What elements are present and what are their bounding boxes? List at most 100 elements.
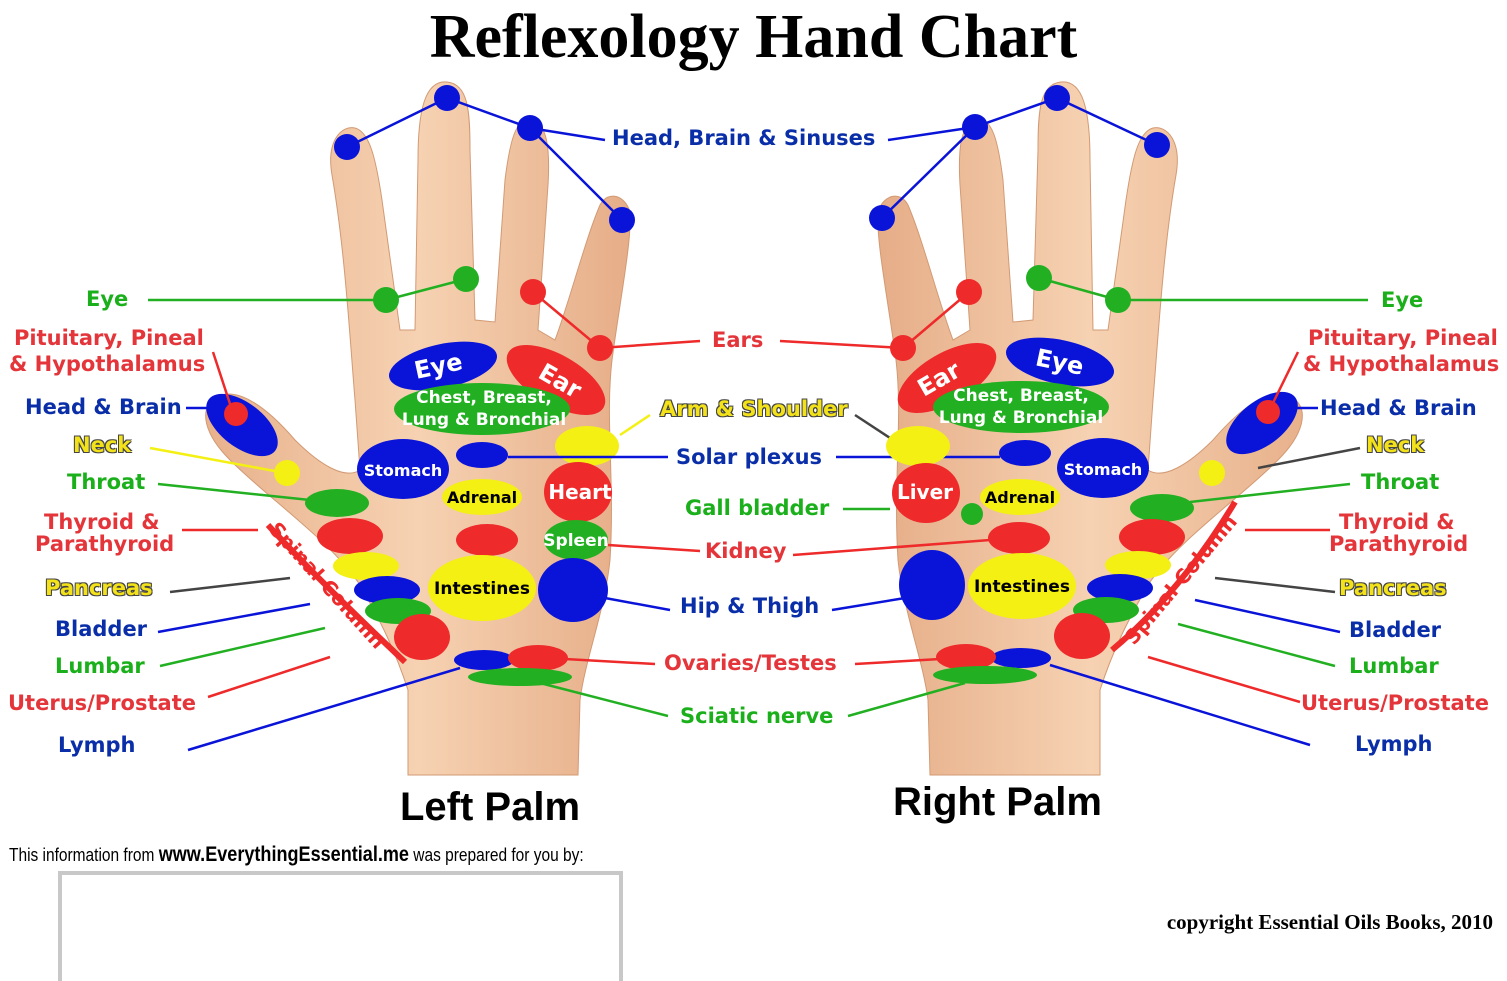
footer-info: This information from www.EverythingEsse…: [9, 843, 584, 867]
left-label-intestines: Intestines: [434, 579, 530, 599]
right-label-liver: Liver: [897, 480, 953, 504]
right-label-stomach: Stomach: [1064, 460, 1143, 479]
preparer-signature-box: [58, 871, 623, 981]
right-ear-line: [902, 291, 970, 349]
right-palm-title: Right Palm: [893, 780, 1102, 824]
right-point-eye-1: [1026, 265, 1052, 291]
right-point-head-1: [869, 205, 895, 231]
left-zone-hip: [538, 558, 608, 622]
left-zone-thyroid: [317, 518, 383, 554]
left-label-adrenal: Adrenal: [447, 488, 517, 507]
right-zone-pancreas: [1105, 551, 1171, 579]
left-zone-heart: [544, 462, 612, 522]
left-point-head-3: [517, 115, 543, 141]
right-point-head-4: [1144, 132, 1170, 158]
right-pituitary-line: [1270, 351, 1300, 406]
left-zone-bladder: [354, 576, 420, 604]
label-sciatic-nerve: Sciatic nerve: [680, 704, 834, 728]
left-label-bladder: Bladder: [55, 617, 148, 641]
footer-suffix: was prepared for you by:: [413, 845, 584, 865]
right-point-pituitary: [1256, 400, 1280, 424]
left-label-heart: Heart: [548, 480, 612, 504]
left-label-thyroid-2: Parathyroid: [35, 532, 175, 556]
left-zone-stomach: [357, 439, 449, 499]
left-hand-zones: [148, 85, 701, 686]
left-label-pituitary-2: & Hypothalamus: [9, 352, 206, 376]
arm-line-left: [619, 413, 651, 437]
right-zone-lymph: [991, 648, 1051, 668]
right-zone-liver: [892, 463, 960, 523]
left-pancreas-line: [169, 576, 291, 594]
hip-line-left: [604, 596, 671, 612]
left-palm-title: Left Palm: [400, 785, 581, 829]
footer-site-link[interactable]: www.EverythingEssential.me: [158, 843, 409, 866]
right-point-ear-1: [956, 279, 982, 305]
right-throat-line: [1189, 482, 1351, 504]
right-ears-line: [779, 339, 904, 350]
right-neck-line: [1257, 446, 1361, 470]
left-zone-chest: [394, 383, 570, 435]
right-label-pancreas: Pancreas: [1339, 576, 1447, 600]
left-zone-pancreas: [333, 552, 399, 580]
right-label-lymph: Lymph: [1355, 732, 1433, 756]
right-zone-ear: [897, 342, 997, 413]
left-neck-line: [149, 446, 281, 474]
right-zone-head-brain: [1226, 391, 1298, 455]
left-point-ear-2: [587, 335, 613, 361]
right-zone-stomach: [1057, 438, 1149, 498]
left-label-thyroid-1: Thyroid &: [44, 510, 160, 534]
right-spinal-column-line: [1110, 500, 1238, 653]
left-pointer-lines: [149, 351, 461, 752]
kidney-line-right: [792, 538, 991, 557]
right-zone-thyroid: [1119, 519, 1185, 555]
left-point-head-2: [434, 85, 460, 111]
right-label-thyroid-1: Thyroid &: [1339, 510, 1455, 534]
right-zone-ovaries: [936, 644, 996, 670]
left-point-eye-2: [453, 266, 479, 292]
left-zone-lymph: [454, 650, 514, 670]
right-hand-zones: [869, 85, 1368, 684]
right-point-head-2: [962, 114, 988, 140]
left-spinal-column-line: [265, 522, 408, 665]
right-zone-kidney: [988, 522, 1050, 554]
right-zone-adrenal: [980, 479, 1060, 515]
left-label-eye-side: Eye: [86, 287, 129, 311]
label-hip-thigh: Hip & Thigh: [680, 594, 820, 618]
left-point-neck: [274, 460, 300, 486]
left-label-chest-1: Chest, Breast,: [416, 388, 552, 408]
right-label-chest-1: Chest, Breast,: [953, 386, 1089, 406]
hip-line-right: [831, 596, 906, 612]
right-head-pointer: [887, 125, 976, 142]
ovaries-line-left: [564, 657, 656, 666]
label-ears: Ears: [712, 328, 764, 352]
right-pointer-lines: [1049, 351, 1361, 747]
left-point-eye-1: [373, 287, 399, 313]
right-zone-chest: [933, 381, 1109, 433]
right-point-head-3: [1044, 85, 1070, 111]
left-label-lymph: Lymph: [58, 733, 136, 757]
left-zone-ovaries: [508, 645, 568, 671]
left-label-stomach: Stomach: [364, 461, 443, 480]
center-pointer-lines: [508, 125, 1000, 718]
chart-title: Reflexology Hand Chart: [429, 3, 1078, 71]
right-label-lumbar: Lumbar: [1349, 654, 1439, 678]
left-zone-arm: [555, 426, 619, 466]
left-point-head-4: [609, 207, 635, 233]
right-uterus-line: [1147, 655, 1301, 704]
right-zone-bladder: [1087, 574, 1153, 602]
left-pituitary-line: [211, 351, 234, 411]
footer-prefix: This information from: [9, 845, 155, 865]
right-label-neck: Neck: [1366, 433, 1425, 457]
left-zone-sciatic: [468, 668, 572, 686]
left-point-head-1: [334, 134, 360, 160]
label-kidney: Kidney: [705, 539, 787, 563]
label-ovaries-testes: Ovaries/Testes: [664, 651, 837, 675]
left-head-line: [346, 96, 623, 221]
left-zone-solar: [456, 442, 508, 468]
left-label-chest-2: Lung & Bronchial: [402, 410, 566, 430]
left-zone-intestines: [428, 555, 536, 621]
left-label-lumbar: Lumbar: [55, 654, 145, 678]
left-throat-line: [157, 482, 311, 502]
arm-line-right: [854, 413, 894, 442]
right-zone-uterus: [1054, 613, 1110, 659]
